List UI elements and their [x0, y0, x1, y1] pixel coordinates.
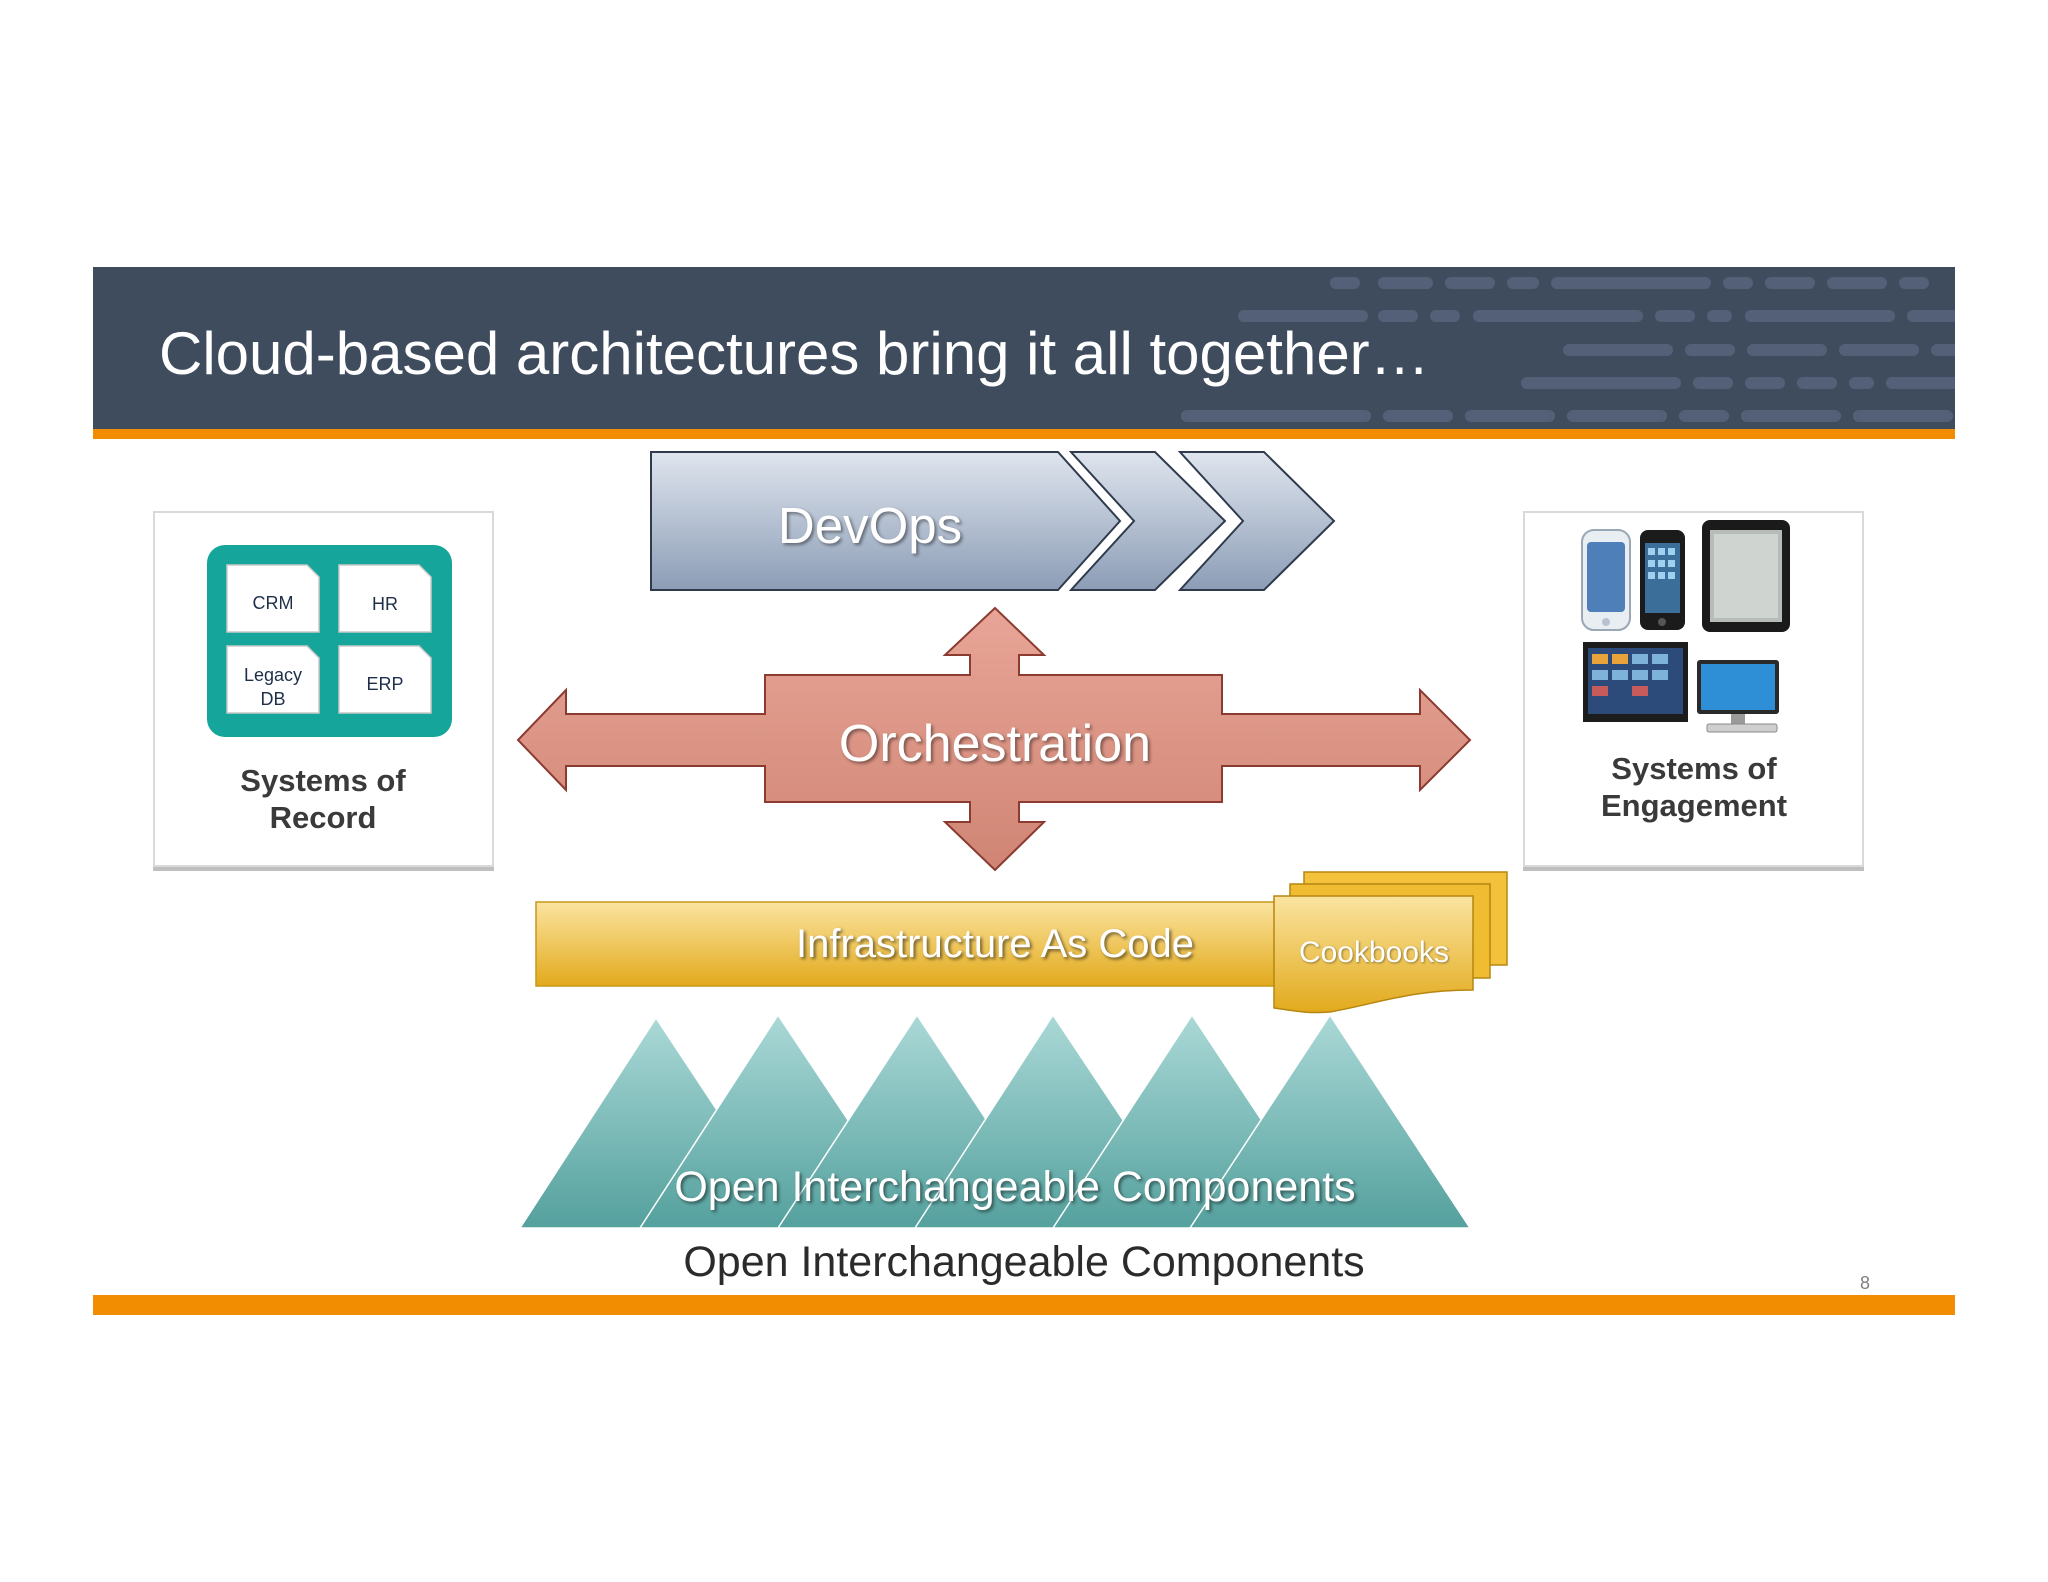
- record-app-hr: HR: [372, 594, 398, 614]
- slide-title: Cloud-based architectures bring it all t…: [159, 320, 1430, 387]
- tablet-icon: [1702, 520, 1790, 632]
- systems-of-record-label: Systems of Record: [240, 763, 406, 835]
- systems-of-engagement-label: Systems of Engagement: [1600, 751, 1788, 823]
- slide-header: Cloud-based architectures bring it all t…: [93, 267, 1955, 429]
- record-app-erp: ERP: [366, 674, 404, 694]
- desktop-icon: [1697, 660, 1779, 733]
- records-apps-icon: [207, 545, 452, 737]
- header-accent-rule: [93, 429, 1955, 439]
- phone-icon: [1640, 530, 1685, 630]
- components-caption: Open Interchangeable Components: [683, 1238, 1365, 1286]
- devops-label: DevOps: [777, 497, 963, 554]
- orchestration-label: Orchestration: [838, 715, 1152, 773]
- components-mountains: [518, 1013, 1472, 1229]
- infrastructure-label: Infrastructure As Code: [796, 922, 1194, 966]
- tv-icon: [1583, 642, 1688, 722]
- record-app-legacy-db: Legacy DB: [243, 665, 303, 709]
- page-number: 8: [1860, 1273, 1871, 1293]
- orchestration-cross-arrow-clean: [516, 606, 1472, 872]
- header-dash-pattern: [1181, 277, 1955, 422]
- devices-illustration: [1581, 520, 1790, 733]
- systems-of-engagement-card: Systems of Engagement: [1523, 511, 1864, 867]
- cookbooks-stack: [1273, 871, 1508, 1014]
- smartphone-icon: [1581, 529, 1631, 631]
- systems-of-record-card: CRM HR Legacy DB ERP Systems of Record: [153, 511, 494, 867]
- footer-accent-rule: [93, 1295, 1955, 1315]
- cookbooks-label: Cookbooks: [1298, 936, 1450, 969]
- record-app-crm: CRM: [252, 593, 294, 613]
- devops-arrow: [650, 451, 1336, 591]
- components-overlay-label: Open Interchangeable Components: [674, 1163, 1356, 1211]
- infrastructure-bar: [535, 901, 1307, 987]
